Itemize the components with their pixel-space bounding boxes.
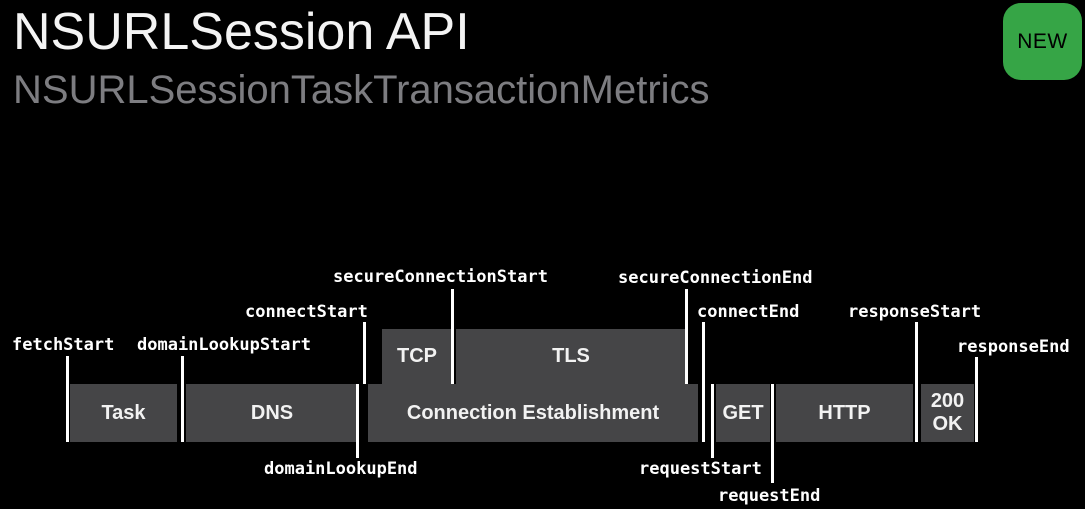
slide-title: NSURLSession API: [13, 3, 470, 61]
phase-label-tls: TLS: [552, 345, 590, 367]
tick-connect-end: [702, 322, 705, 442]
slide-subtitle: NSURLSessionTaskTransactionMetrics: [13, 68, 710, 112]
marker-label-response-end: responseEnd: [957, 337, 1070, 357]
phase-box-200-ok: 200 OK: [921, 384, 974, 442]
marker-label-request-end: requestEnd: [718, 486, 821, 506]
marker-label-response-start: responseStart: [848, 302, 982, 322]
phase-label-connection-establishment: Connection Establishment: [406, 401, 660, 424]
tick-request-start: [711, 384, 714, 458]
marker-label-domain-lookup-start: domainLookupStart: [137, 335, 311, 355]
tick-response-start: [915, 322, 918, 442]
tick-request-end: [771, 384, 774, 483]
tick-domain-lookup-end: [356, 384, 359, 458]
tick-fetch-start: [66, 356, 69, 442]
phase-label-http: HTTP: [818, 401, 871, 424]
phase-box-tcp: TCP: [382, 329, 452, 384]
marker-label-request-start: requestStart: [639, 459, 762, 479]
marker-label-domain-lookup-end: domainLookupEnd: [264, 459, 418, 479]
phase-box-get: GET: [716, 384, 770, 442]
phase-box-http: HTTP: [776, 384, 913, 442]
tick-connect-start: [363, 322, 366, 384]
phase-label-ok: OK: [932, 413, 963, 435]
marker-label-fetch-start: fetchStart: [12, 335, 115, 355]
phase-box-dns: DNS: [186, 384, 358, 442]
marker-label-connect-end: connectEnd: [697, 302, 800, 322]
tick-secure-connection-start: [451, 289, 454, 384]
new-badge: NEW: [1003, 3, 1082, 80]
tick-secure-connection-end: [685, 289, 688, 384]
marker-label-secure-connection-start: secureConnectionStart: [333, 267, 548, 287]
phase-label-get: GET: [722, 401, 764, 424]
marker-label-connect-start: connectStart: [245, 302, 368, 322]
phase-label-tcp: TCP: [397, 345, 437, 367]
phase-box-task: Task: [70, 384, 177, 442]
phase-label-200: 200: [930, 390, 965, 412]
tick-domain-lookup-start: [181, 356, 184, 442]
phase-box-connection-establishment: Connection Establishment: [368, 384, 698, 442]
phase-box-tls: TLS: [456, 329, 686, 384]
tick-response-end: [975, 357, 978, 442]
phase-label-task: Task: [101, 401, 146, 424]
marker-label-secure-connection-end: secureConnectionEnd: [618, 268, 813, 288]
phase-label-dns: DNS: [250, 401, 294, 424]
